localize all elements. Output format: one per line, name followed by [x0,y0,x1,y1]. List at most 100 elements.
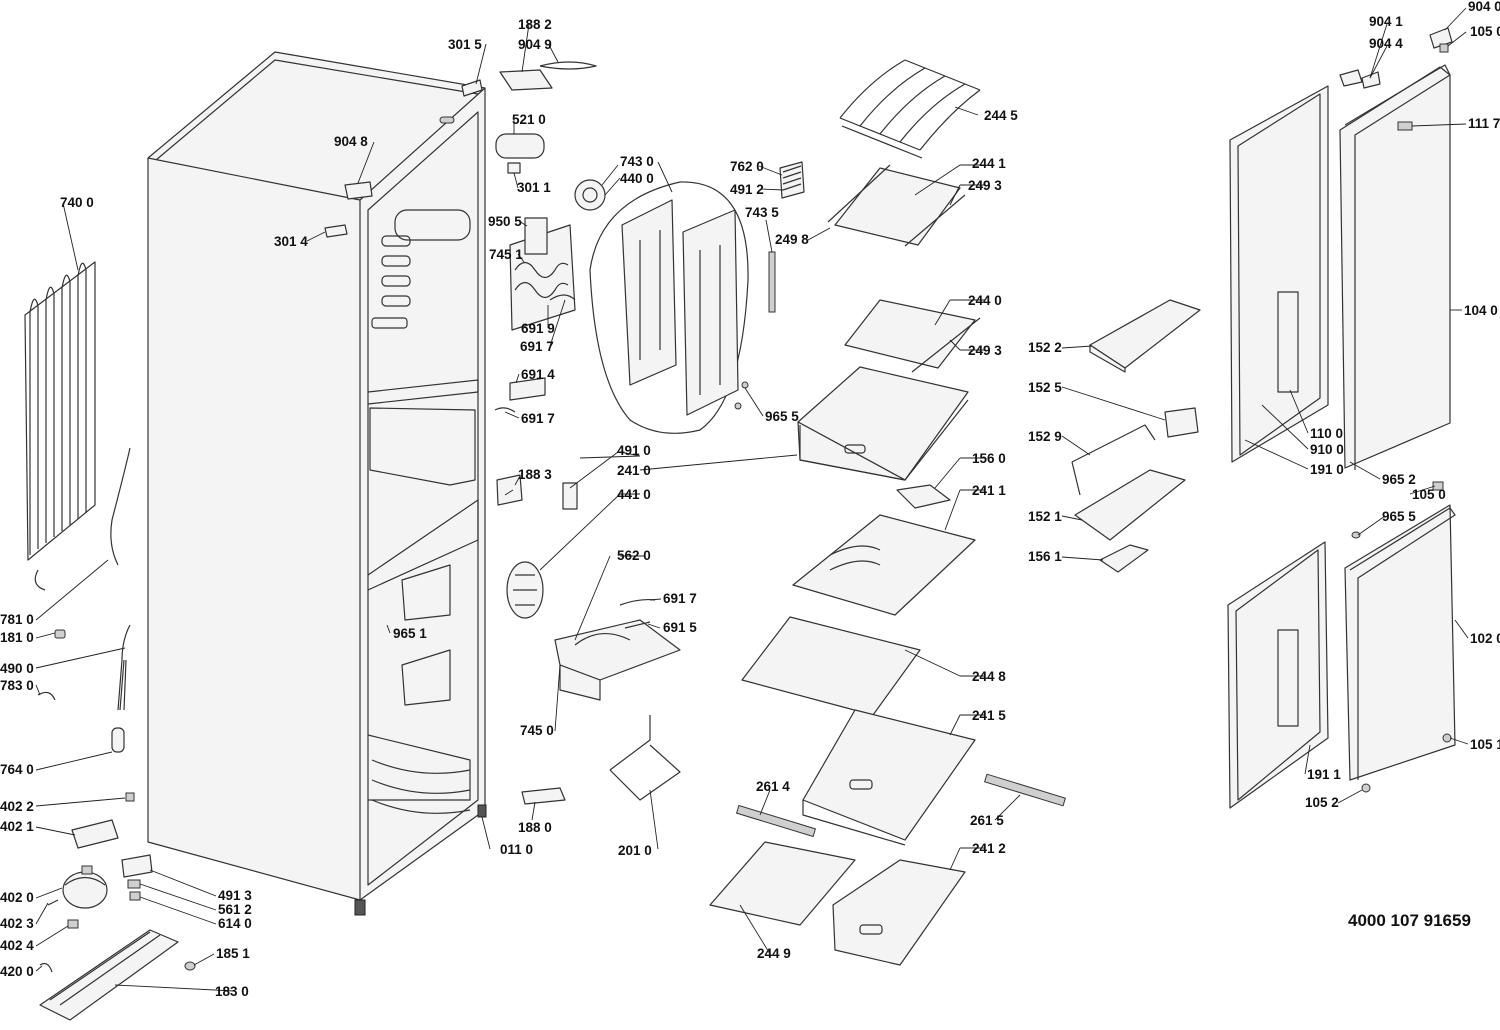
callout-label: 402 1 [0,819,34,834]
callout-label: 111 7 [1468,116,1500,131]
callout-label: 191 1 [1307,767,1341,782]
callout-label: 402 0 [0,890,34,905]
callout-label: 011 0 [500,842,533,857]
callout-label: 244 9 [757,946,791,961]
callout-label: 904 0 [1468,0,1500,14]
callout-label: 156 0 [972,451,1006,466]
callout-label: 152 9 [1028,429,1062,444]
document-number: 4000 107 91659 [1348,911,1471,930]
callout-label: 183 0 [215,984,249,999]
callout-label: 152 1 [1028,509,1062,524]
callout-label: 188 0 [518,820,552,835]
callout-label: 402 2 [0,799,34,814]
callout-label: 261 5 [970,813,1004,828]
callout-label: 521 0 [512,112,546,127]
callout-label: 301 1 [517,180,551,195]
callout-label: 691 5 [663,620,697,635]
callout-label: 152 2 [1028,340,1062,355]
callout-label: 745 1 [489,247,523,262]
callout-label: 420 0 [0,964,34,979]
compressor [39,792,196,1021]
callout-label: 691 7 [663,591,697,606]
callout-label: 490 0 [0,661,34,676]
callout-label: 156 1 [1028,549,1062,564]
callout-label: 691 7 [521,411,555,426]
callout-label: 783 0 [0,678,34,693]
callout-label: 762 0 [730,159,764,174]
callout-label: 249 8 [775,232,809,247]
callout-label: 904 9 [518,37,552,52]
callout-label: 191 0 [1310,462,1344,477]
callout-label: 691 4 [521,367,555,382]
callout-label: 743 5 [745,205,779,220]
callout-label: 105 1 [1470,737,1500,752]
callout-label: 104 0 [1464,303,1498,318]
callout-label: 102 0 [1470,631,1500,646]
callout-label: 249 3 [968,343,1002,358]
rail-left [735,804,817,838]
callout-label: 244 0 [968,293,1002,308]
callout-label: 402 3 [0,916,34,931]
callout-label: 781 0 [0,612,34,627]
doors [1227,64,1456,809]
callout-label: 562 0 [617,548,651,563]
callout-label: 764 0 [0,762,34,777]
callout-label: 241 5 [972,708,1006,723]
callout-label: 241 0 [617,463,651,478]
callout-label: 491 2 [730,182,764,197]
callout-label: 105 0 [1470,24,1500,39]
power-cord [37,624,131,753]
callout-label: 691 9 [521,321,555,336]
callout-label: 904 1 [1369,14,1403,29]
callout-label: 614 0 [218,916,252,931]
callout-label: 181 0 [0,630,34,645]
callout-label: 441 0 [617,487,651,502]
callout-label: 152 5 [1028,380,1062,395]
fan-motor [506,482,681,805]
callout-label: 301 5 [448,37,482,52]
callout-label: 965 5 [765,409,799,424]
rail-right [983,773,1067,807]
callout-label: 491 0 [617,443,651,458]
callout-label: 745 0 [520,723,554,738]
callout-label: 188 3 [518,467,552,482]
air-duct-group [589,181,749,434]
shelves [709,164,981,926]
callout-label: 244 5 [984,108,1018,123]
callout-label: 440 0 [620,171,654,186]
callout-label: 201 0 [618,843,652,858]
callout-label: 904 4 [1369,36,1403,51]
cabinet-body [147,51,487,916]
callout-label: 244 1 [972,156,1006,171]
callout-label: 188 2 [518,17,552,32]
condenser [24,261,96,591]
door-bins [1071,299,1201,573]
callout-label: 105 0 [1412,487,1446,502]
callout-label: 244 8 [972,669,1006,684]
callout-label: 743 0 [620,154,654,169]
callout-label: 910 0 [1310,442,1344,457]
callout-label: 904 8 [334,134,368,149]
wine-rack [839,59,981,159]
callout-label: 261 4 [756,779,790,794]
callout-label: 561 2 [218,902,252,917]
callout-label: 185 1 [216,946,250,961]
evaporator [494,179,606,506]
callout-label: 402 4 [0,938,34,953]
callout-label: 105 2 [1305,795,1339,810]
callout-label: 965 1 [393,626,427,641]
callout-label: 965 5 [1382,509,1416,524]
vent-grille [734,161,805,410]
callout-label: 241 2 [972,841,1006,856]
callout-label: 950 5 [488,214,522,229]
callout-label: 491 3 [218,888,252,903]
callout-label: 691 7 [520,339,554,354]
callout-label: 249 3 [968,178,1002,193]
top-parts [324,61,597,238]
callout-label: 241 1 [972,483,1006,498]
callout-label: 740 0 [60,195,94,210]
callout-label: 301 4 [274,234,308,249]
callout-label: 110 0 [1310,426,1343,441]
callout-label: 965 2 [1382,472,1416,487]
